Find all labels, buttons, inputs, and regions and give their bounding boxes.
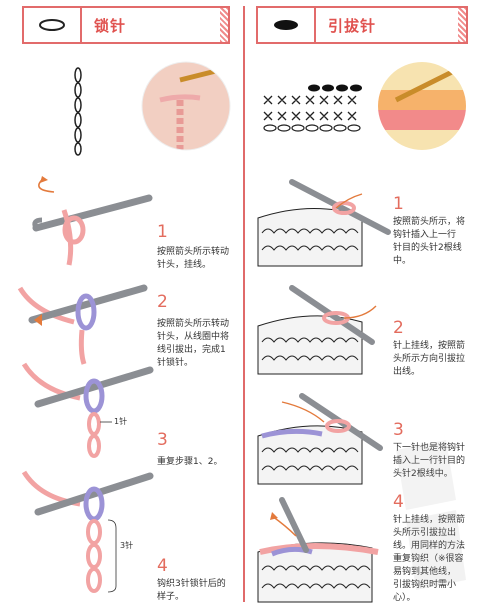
one-stitch-label: 1针 <box>114 417 128 426</box>
chain-step-2-number: 2 <box>157 292 168 312</box>
slip-step-3-number: 3 <box>393 420 404 440</box>
chain-step-4-text: 钩织3针锁针后的 样子。 <box>157 579 226 602</box>
slip-step-2-text: 针上挂线，按照箭 头所示方向引拔拉 出线。 <box>393 341 466 377</box>
chain-step-1-number: 1 <box>157 222 168 242</box>
slip-step-4-text: 针上挂线，按照箭 头所示引拔拉出 线。用同样的方法 重复钩织（※很容 易钩到其他… <box>393 515 465 603</box>
chain-step-2-text: 按照箭头所示转动 针头，从线圈中将 线引拔出，完成1 针锁针。 <box>157 319 230 368</box>
slip-step-2-number: 2 <box>393 318 404 338</box>
chain-stitch-title: 锁针 <box>94 17 127 35</box>
filled-oval-icon <box>274 20 298 30</box>
slip-step-1-illustration <box>257 179 391 267</box>
slip-step-4-illustration <box>257 497 379 603</box>
slip-step-1-text: 按照箭头所示，将 钩针插入上一行 针目的头针2根线 中。 <box>393 217 466 266</box>
chain-symbol-box <box>24 8 82 42</box>
slip-stitch-header: 引拔针 <box>256 6 468 44</box>
slip-stitch-title: 引拔针 <box>328 17 377 35</box>
chain-step-3-text: 重复步骤1、2。 <box>157 457 223 467</box>
chain-stitch-header: 锁针 <box>22 6 230 44</box>
chain-step-4-number: 4 <box>157 556 168 576</box>
oval-outline-icon <box>39 19 65 31</box>
slip-symbol-box <box>258 8 316 42</box>
slip-step-2-illustration <box>257 285 377 375</box>
chain-step-3-illustration <box>21 362 154 458</box>
chain-step-3-number: 3 <box>157 430 168 450</box>
chain-step-1-illustration <box>32 176 153 266</box>
chain-photo <box>141 61 231 151</box>
chain-symbol-diagram <box>74 67 82 156</box>
slip-step-1-number: 1 <box>393 194 404 214</box>
column-divider <box>243 6 245 602</box>
slip-step-4-number: 4 <box>393 492 404 512</box>
slip-stitch-photo <box>378 62 466 150</box>
slip-step-3-illustration <box>257 393 383 485</box>
chain-step-4-illustration <box>21 470 154 593</box>
chain-step-1-text: 按照箭头所示转动 针头，挂线。 <box>157 247 230 270</box>
watermark-seal <box>396 440 466 590</box>
three-stitch-label: 3针 <box>120 541 134 550</box>
slip-symbol-chart <box>263 84 362 132</box>
chain-step-2-illustration <box>17 284 148 365</box>
